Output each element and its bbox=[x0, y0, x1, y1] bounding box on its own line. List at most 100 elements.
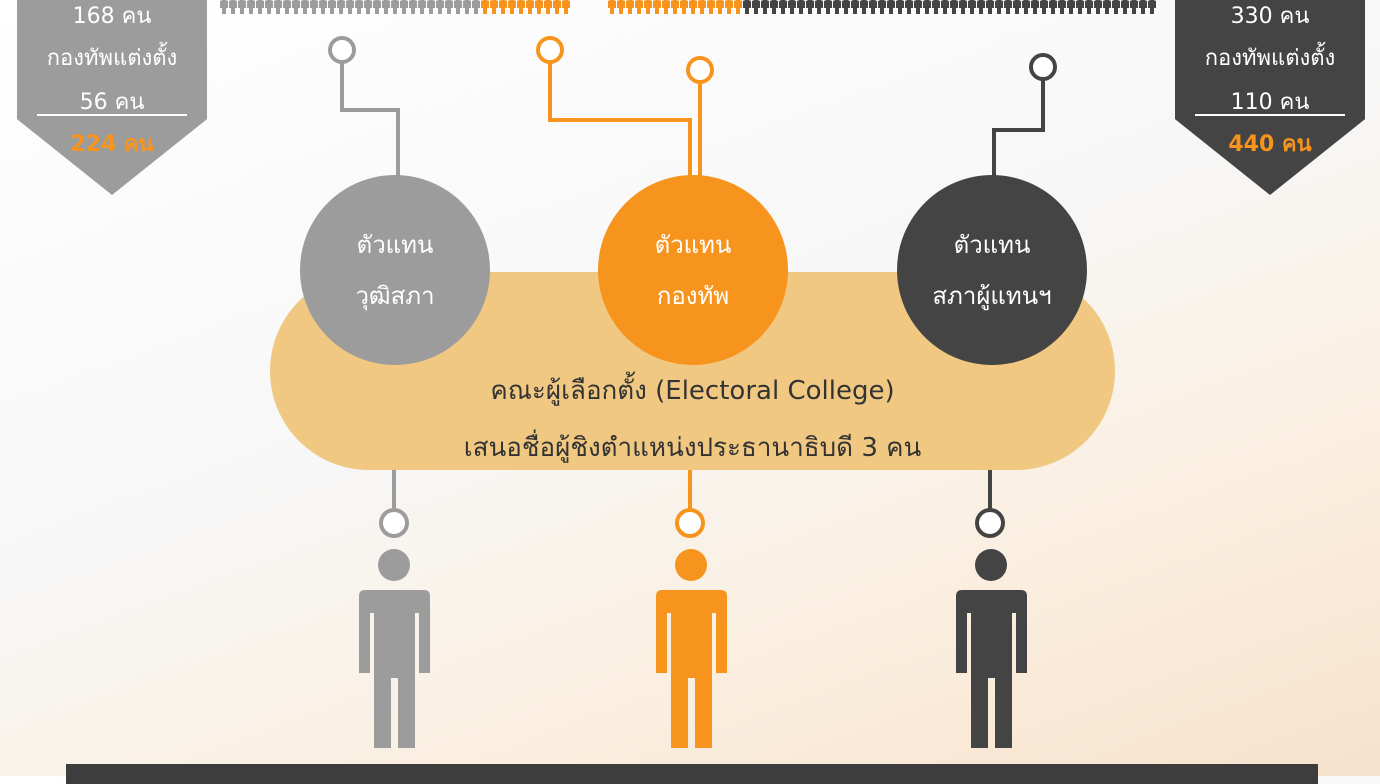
army-representative-circle: ตัวแทน กองทัพ bbox=[598, 175, 788, 365]
person-icon bbox=[1094, 0, 1102, 14]
senate-appointed-label: กองทัพแต่งตั้ง bbox=[46, 46, 178, 71]
divider bbox=[1195, 114, 1345, 116]
house-circle-line1: ตัวแทน bbox=[953, 231, 1031, 259]
person-icon bbox=[445, 0, 453, 14]
person-icon bbox=[698, 0, 706, 14]
person-icon bbox=[265, 0, 273, 14]
person-icon bbox=[788, 0, 796, 14]
person-icon bbox=[887, 0, 895, 14]
divider bbox=[37, 114, 187, 116]
person-icon bbox=[689, 0, 697, 14]
person-icon bbox=[797, 0, 805, 14]
house-representative-circle: ตัวแทน สภาผู้แทนฯ bbox=[897, 175, 1087, 365]
person-icon bbox=[1022, 0, 1030, 14]
senate-circle-line1: ตัวแทน bbox=[356, 231, 434, 259]
person-icon bbox=[635, 0, 643, 14]
person-icon bbox=[508, 0, 516, 14]
person-icon bbox=[454, 0, 462, 14]
person-icon bbox=[959, 0, 967, 14]
house-circle-line2: สภาผู้แทนฯ bbox=[932, 282, 1052, 310]
person-icon bbox=[283, 0, 291, 14]
house-people-icons bbox=[608, 0, 1156, 22]
person-icon bbox=[247, 0, 255, 14]
person-icon bbox=[869, 0, 877, 14]
electoral-college-title: คณะผู้เลือกตั้ง (Electoral College) bbox=[490, 376, 895, 406]
person-icon bbox=[535, 0, 543, 14]
person-icon bbox=[977, 0, 985, 14]
person-icon bbox=[923, 0, 931, 14]
person-icon bbox=[355, 0, 363, 14]
person-icon bbox=[842, 0, 850, 14]
person-icon bbox=[400, 0, 408, 14]
person-icon bbox=[1076, 0, 1084, 14]
person-icon bbox=[373, 0, 381, 14]
person-icon bbox=[1013, 0, 1021, 14]
person-icon bbox=[238, 0, 246, 14]
person-icon bbox=[1112, 0, 1120, 14]
person-icon bbox=[662, 0, 670, 14]
person-icon bbox=[626, 0, 634, 14]
person-icon bbox=[1049, 0, 1057, 14]
person-icon bbox=[707, 0, 715, 14]
senate-elected-count: 168 คน bbox=[72, 4, 152, 29]
person-icon bbox=[1004, 0, 1012, 14]
house-total: 440 คน bbox=[1228, 132, 1312, 157]
person-icon bbox=[878, 0, 886, 14]
senate-candidate-person-icon bbox=[359, 549, 430, 748]
house-elected-count: 330 คน bbox=[1230, 4, 1310, 29]
person-icon bbox=[409, 0, 417, 14]
person-icon bbox=[337, 0, 345, 14]
senate-circle-line2: วุฒิสภา bbox=[355, 282, 435, 310]
army-candidate-person-icon bbox=[656, 549, 727, 748]
person-icon bbox=[517, 0, 525, 14]
person-icon bbox=[932, 0, 940, 14]
house-appointed-label: กองทัพแต่งตั้ง bbox=[1204, 46, 1336, 71]
person-icon bbox=[463, 0, 471, 14]
person-icon bbox=[851, 0, 859, 14]
army-circle-line2: กองทัพ bbox=[656, 282, 730, 310]
senate-total: 224 คน bbox=[70, 132, 154, 157]
person-icon bbox=[671, 0, 679, 14]
person-icon bbox=[391, 0, 399, 14]
person-icon bbox=[490, 0, 498, 14]
person-icon bbox=[752, 0, 760, 14]
house-appointed-count: 110 คน bbox=[1230, 90, 1310, 115]
person-icon bbox=[481, 0, 489, 14]
person-icon bbox=[472, 0, 480, 14]
person-icon bbox=[1067, 0, 1075, 14]
person-icon bbox=[553, 0, 561, 14]
person-icon bbox=[680, 0, 688, 14]
senate-representative-circle: ตัวแทน วุฒิสภา bbox=[300, 175, 490, 365]
electoral-college-desc: เสนอชื่อผู้ชิงตำแหน่งประธานาธิบดี 3 คน bbox=[463, 433, 922, 463]
person-icon bbox=[941, 0, 949, 14]
person-icon bbox=[310, 0, 318, 14]
senate-people-icons bbox=[220, 0, 570, 22]
person-icon bbox=[382, 0, 390, 14]
person-icon bbox=[1103, 0, 1111, 14]
person-icon bbox=[274, 0, 282, 14]
person-icon bbox=[986, 0, 994, 14]
person-icon bbox=[301, 0, 309, 14]
house-connector bbox=[992, 53, 1057, 180]
person-icon bbox=[1130, 0, 1138, 14]
person-icon bbox=[220, 0, 228, 14]
person-icon bbox=[914, 0, 922, 14]
person-icon bbox=[436, 0, 444, 14]
person-icon bbox=[779, 0, 787, 14]
person-icon bbox=[229, 0, 237, 14]
person-icon bbox=[544, 0, 552, 14]
person-icon bbox=[256, 0, 264, 14]
person-icon bbox=[292, 0, 300, 14]
person-icon bbox=[562, 0, 570, 14]
person-icon bbox=[806, 0, 814, 14]
person-icon bbox=[743, 0, 751, 14]
person-icon bbox=[833, 0, 841, 14]
person-icon bbox=[364, 0, 372, 14]
person-icon bbox=[346, 0, 354, 14]
person-icon bbox=[995, 0, 1003, 14]
bottom-connectors bbox=[379, 470, 1005, 538]
person-icon bbox=[824, 0, 832, 14]
person-icon bbox=[1121, 0, 1129, 14]
person-icon bbox=[418, 0, 426, 14]
